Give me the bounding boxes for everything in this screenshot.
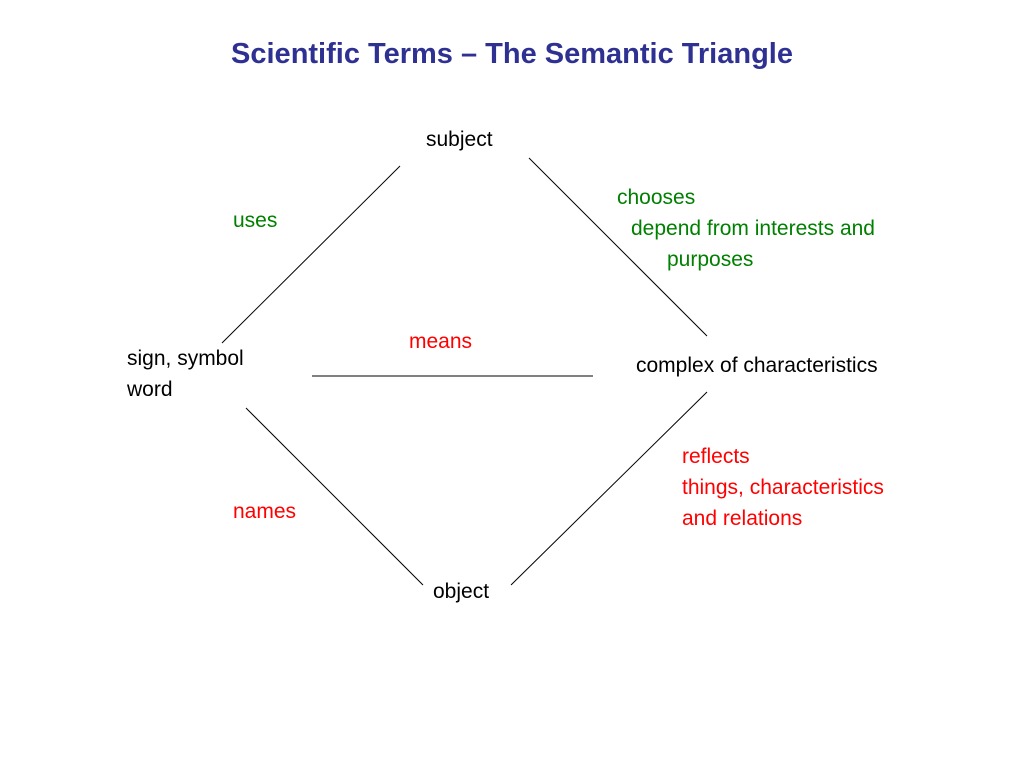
node-sign-line-2: word bbox=[127, 378, 173, 401]
edge-object-complex bbox=[510, 391, 708, 586]
relation-chooses-line-2: depend from interests and bbox=[631, 217, 875, 240]
relation-names: names bbox=[233, 500, 297, 523]
relation-reflects: reflects things, characteristics and rel… bbox=[682, 441, 884, 534]
node-object: object bbox=[433, 580, 490, 603]
node-complex: complex of characteristics bbox=[636, 354, 878, 377]
relation-chooses-line-1: chooses bbox=[617, 186, 696, 209]
edge-subject-complex bbox=[528, 157, 708, 337]
relation-reflects-line-1: reflects bbox=[682, 445, 750, 468]
node-sign-line-1: sign, symbol bbox=[127, 347, 244, 370]
relation-uses: uses bbox=[233, 209, 278, 232]
node-sign: sign, symbol word bbox=[127, 343, 244, 405]
relation-chooses-line-3: purposes bbox=[667, 248, 754, 271]
edge-subject-sign bbox=[221, 165, 401, 344]
slide-title: Scientific Terms – The Semantic Triangle bbox=[231, 38, 793, 70]
relation-means: means bbox=[409, 330, 473, 353]
edge-sign-object bbox=[245, 407, 424, 586]
node-subject: subject bbox=[426, 128, 493, 151]
relation-chooses: chooses depend from interests and purpos… bbox=[617, 182, 875, 275]
relation-reflects-line-2: things, characteristics bbox=[682, 476, 884, 499]
relation-reflects-line-3: and relations bbox=[682, 507, 803, 530]
